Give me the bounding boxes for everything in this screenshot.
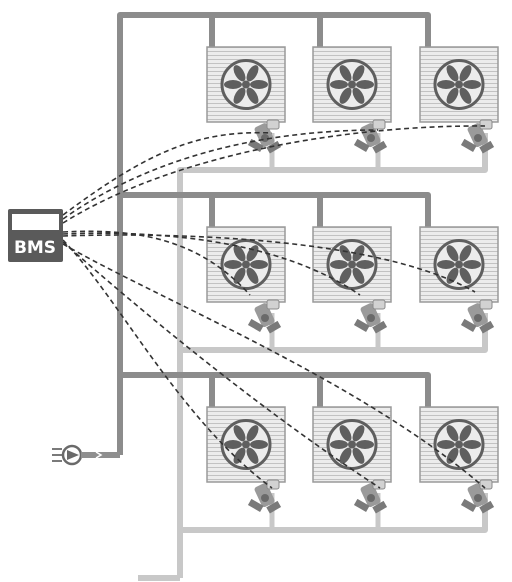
fan-coil-unit — [312, 406, 392, 483]
return-branch-floor-2 — [180, 313, 488, 353]
control-wire — [62, 232, 361, 296]
supply-pipe-network — [117, 12, 431, 455]
control-wire — [62, 243, 486, 489]
fan-coil-unit — [312, 46, 392, 123]
valve-icon — [247, 479, 282, 514]
fan-icon — [433, 59, 485, 110]
fan-icon — [326, 239, 378, 290]
fan-coil-unit — [419, 406, 499, 483]
control-wire — [62, 131, 273, 216]
fan-coil-unit — [312, 226, 392, 303]
return-riser — [177, 133, 488, 578]
fan-icon — [220, 239, 272, 290]
valve-icon — [247, 299, 282, 334]
pump-icon — [52, 444, 120, 466]
fan-coil-unit — [206, 406, 286, 483]
valve-icon — [247, 119, 282, 154]
control-wire — [62, 125, 486, 224]
bms-controller: BMS — [8, 209, 63, 262]
fan-icon — [326, 59, 378, 110]
fan-icon — [433, 239, 485, 290]
fan-icon — [220, 59, 272, 110]
control-valves — [247, 119, 495, 514]
fan-icon — [433, 419, 485, 470]
return-branch-floor-3 — [180, 493, 488, 533]
control-wire — [62, 129, 379, 220]
valve-icon — [460, 299, 495, 334]
valve-icon — [353, 119, 388, 154]
fan-icon — [220, 419, 272, 470]
supply-branch-floor-2 — [120, 192, 431, 227]
bms-control-wires — [62, 125, 486, 489]
fan-coil-unit — [419, 226, 499, 303]
supply-branch-floor-3 — [120, 372, 431, 407]
control-wire — [62, 230, 251, 296]
valve-icon — [460, 479, 495, 514]
control-wire — [62, 239, 273, 489]
fan-coil-units — [206, 46, 499, 483]
supply-riser — [117, 12, 431, 455]
fan-coil-unit — [206, 46, 286, 123]
control-wire — [62, 234, 476, 293]
bms-label: BMS — [14, 238, 56, 258]
fan-coil-unit — [419, 46, 499, 123]
valve-icon — [353, 299, 388, 334]
valve-icon — [460, 119, 495, 154]
control-wire — [62, 241, 381, 489]
fan-icon — [326, 419, 378, 470]
return-pipe-network — [138, 133, 488, 581]
valve-icon — [353, 479, 388, 514]
